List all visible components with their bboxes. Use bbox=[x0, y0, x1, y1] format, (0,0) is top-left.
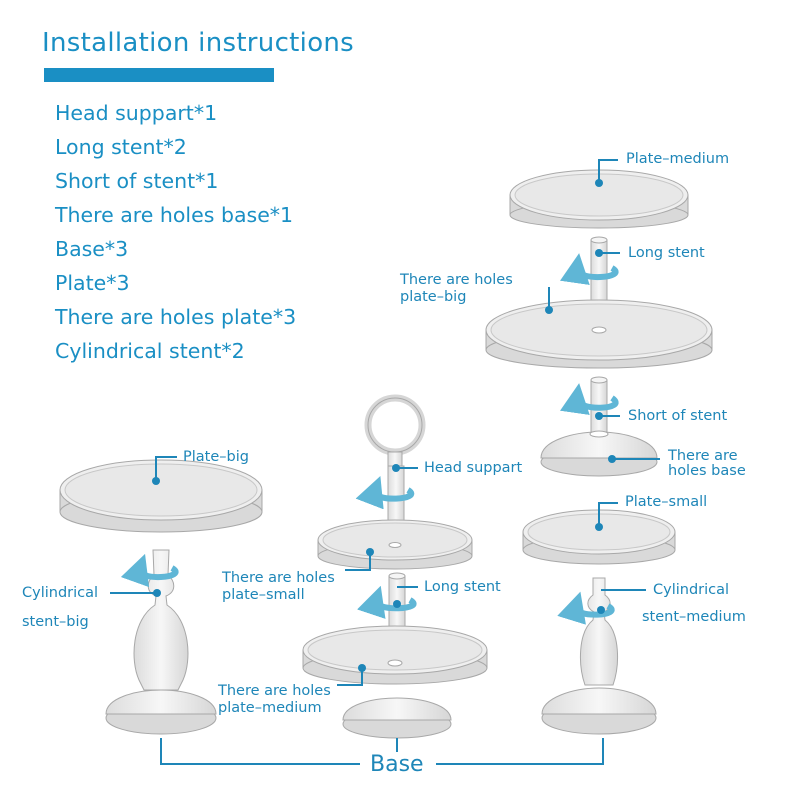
part-item: Cylindrical stent*2 bbox=[55, 339, 245, 363]
label-holes-plate-small-line2: plate–small bbox=[222, 587, 305, 603]
label-long-stent-middle: Long stent bbox=[424, 579, 501, 595]
part-item: Plate*3 bbox=[55, 271, 130, 295]
label-holes-base-line2: holes base bbox=[668, 463, 746, 479]
left-base bbox=[105, 689, 217, 735]
label-base: Base bbox=[370, 752, 424, 777]
label-holes-plate-medium-line2: plate–medium bbox=[218, 700, 322, 716]
label-cylindrical-big-line1: Cylindrical bbox=[22, 585, 99, 601]
label-cylindrical-medium-line2: stent–medium bbox=[642, 609, 746, 625]
rotate-arrow bbox=[355, 475, 415, 510]
page-title: Installation instructions bbox=[42, 28, 355, 58]
label-holes-plate-small-line1: There are holes bbox=[222, 570, 335, 586]
label-plate-small: Plate–small bbox=[625, 494, 708, 510]
top-plate-big bbox=[485, 299, 713, 369]
label-holes-plate-medium-line1: There are holes bbox=[218, 683, 331, 699]
cylindrical-stent-medium bbox=[580, 577, 618, 686]
label-holes-plate-big-line1: There are holes bbox=[400, 272, 513, 288]
label-cylindrical-medium-line1: Cylindrical bbox=[653, 582, 730, 598]
rotate-arrow bbox=[357, 585, 417, 619]
rotate-arrow bbox=[560, 383, 619, 415]
callout-leaders bbox=[110, 159, 660, 765]
middle-plate-medium bbox=[302, 625, 488, 685]
rotate-arrow bbox=[120, 553, 179, 588]
label-long-stent: Long stent bbox=[628, 245, 705, 261]
top-short-stent bbox=[590, 376, 608, 433]
right-plate-small bbox=[522, 509, 676, 565]
label-holes-plate-big-line2: plate–big bbox=[400, 289, 467, 305]
right-base bbox=[541, 687, 657, 735]
label-plate-medium: Plate–medium bbox=[626, 151, 730, 167]
part-item: Short of stent*1 bbox=[55, 169, 219, 193]
label-holes-base-line1: There are bbox=[668, 448, 738, 464]
middle-plate-small bbox=[317, 519, 473, 570]
top-holes-base bbox=[540, 430, 658, 477]
part-item: Head suppart*1 bbox=[55, 101, 218, 125]
rotate-arrow bbox=[557, 591, 615, 625]
left-plate-big bbox=[59, 459, 263, 533]
part-item: There are holes base*1 bbox=[55, 203, 294, 227]
part-item: There are holes plate*3 bbox=[55, 305, 297, 329]
callout-dots bbox=[152, 179, 616, 672]
part-item: Base*3 bbox=[55, 237, 129, 261]
top-plate-medium bbox=[509, 169, 689, 229]
label-plate-big: Plate–big bbox=[183, 449, 249, 465]
rotate-arrow bbox=[560, 253, 619, 285]
middle-base bbox=[342, 697, 452, 739]
label-short-stent: Short of stent bbox=[628, 408, 728, 424]
label-cylindrical-big-line2: stent–big bbox=[22, 614, 89, 630]
part-item: Long stent*2 bbox=[55, 135, 187, 159]
label-head-support: Head suppart bbox=[424, 460, 523, 476]
parts-list: Head suppart*1 Long stent*2 Short of ste… bbox=[55, 98, 296, 370]
title-underline bbox=[44, 68, 274, 82]
